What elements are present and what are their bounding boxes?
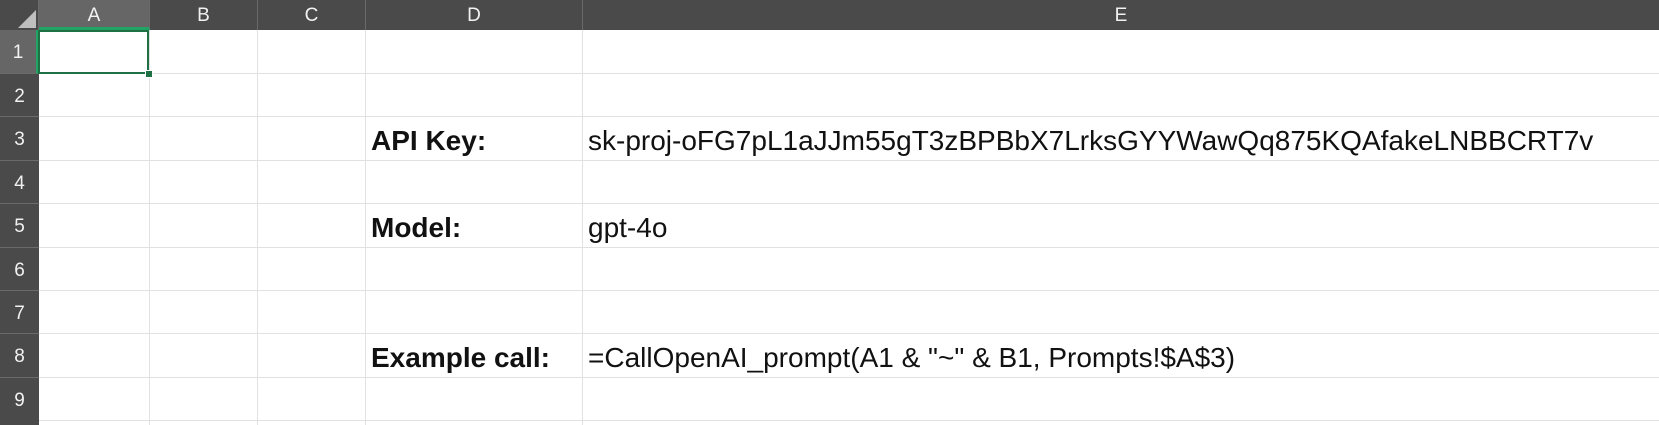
gridline [39, 333, 1659, 334]
select-all-button[interactable] [0, 0, 39, 30]
row-header-7[interactable]: 7 [0, 291, 39, 334]
row-header-6[interactable]: 6 [0, 248, 39, 291]
row-header-5[interactable]: 5 [0, 204, 39, 248]
cell-e5-model-value[interactable]: gpt-4o [588, 212, 668, 243]
active-cell-a1[interactable] [38, 30, 149, 74]
row-header-2[interactable]: 2 [0, 74, 39, 117]
gridline [39, 290, 1659, 291]
cell-d5-model-label[interactable]: Model: [371, 212, 462, 243]
fill-handle[interactable] [145, 70, 153, 78]
gridline [39, 116, 1659, 117]
gridline [149, 30, 150, 425]
gridline [39, 247, 1659, 248]
cell-e3-api-key-value[interactable]: sk-proj-oFG7pL1aJJm55gT3zBPBbX7LrksGYYWa… [588, 125, 1594, 156]
gridline [257, 30, 258, 425]
select-all-triangle-icon [18, 10, 36, 28]
gridline [582, 30, 583, 425]
cell-d8-example-call-label[interactable]: Example call: [371, 342, 550, 373]
gridline [365, 30, 366, 425]
column-header-d[interactable]: D [366, 0, 583, 30]
gridline [39, 203, 1659, 204]
column-header-e[interactable]: E [1114, 5, 1128, 26]
row-header-4[interactable]: 4 [0, 161, 39, 204]
column-header-bar [0, 0, 1659, 30]
row-header-9[interactable]: 9 [0, 378, 39, 425]
row-header-3[interactable]: 3 [0, 117, 39, 161]
gridline [39, 160, 1659, 161]
gridline [39, 420, 1659, 421]
cell-d3-api-key-label[interactable]: API Key: [371, 125, 487, 156]
gridline [39, 73, 1659, 74]
cell-e8-example-call-formula[interactable]: =CallOpenAI_prompt(A1 & "~" & B1, Prompt… [588, 342, 1236, 373]
column-header-c[interactable]: C [258, 0, 366, 30]
row-header-8[interactable]: 8 [0, 334, 39, 378]
column-header-a[interactable]: A [39, 0, 150, 30]
row-header-1[interactable]: 1 [0, 30, 39, 74]
column-header-b[interactable]: B [150, 0, 258, 30]
gridline [39, 377, 1659, 378]
